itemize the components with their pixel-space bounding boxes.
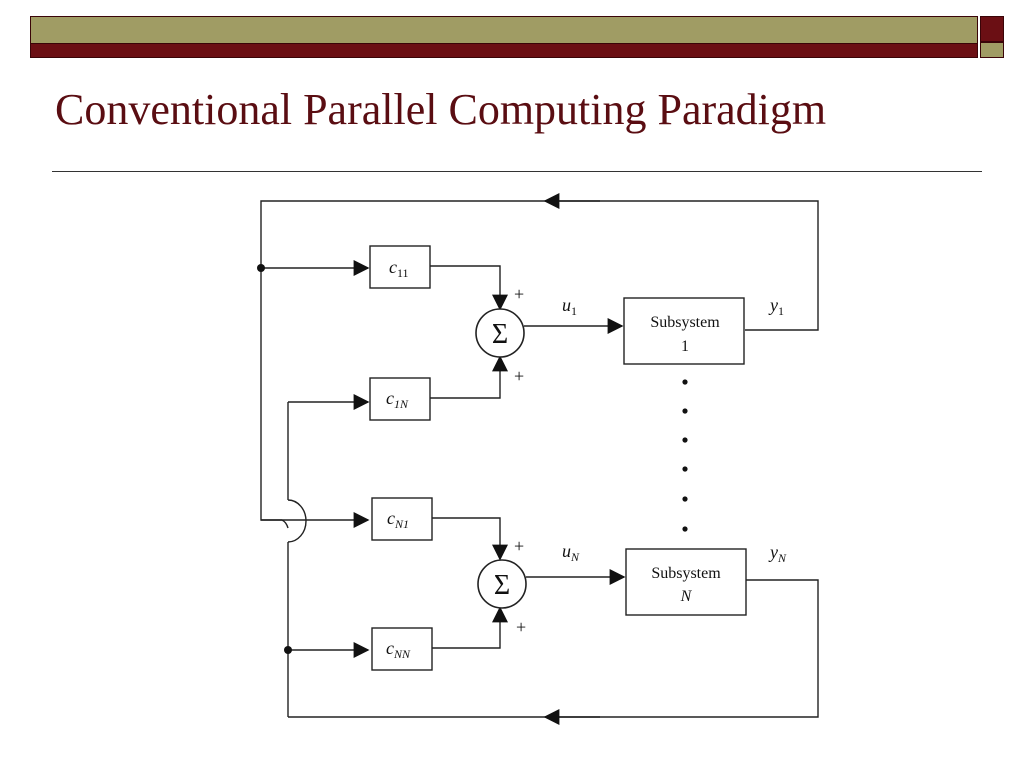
junction-dot-lower bbox=[284, 646, 292, 654]
output-label-yN: yN bbox=[768, 542, 787, 565]
subsystem-N-block: Subsystem N bbox=[625, 548, 747, 616]
svg-text:Σ: Σ bbox=[494, 570, 510, 601]
wire-cNN-sumN bbox=[432, 606, 508, 649]
plus-sign-sum1-top: + bbox=[514, 284, 524, 304]
svg-text:N: N bbox=[680, 588, 693, 605]
svg-text:cNN: cNN bbox=[386, 638, 411, 661]
summing-junction-N: Σ bbox=[477, 559, 527, 609]
plus-sign-sumN-top: + bbox=[514, 536, 524, 556]
gain-block-c1N: c1N bbox=[369, 377, 431, 421]
wires bbox=[260, 193, 819, 725]
svg-text:1: 1 bbox=[681, 338, 689, 355]
svg-text:c11: c11 bbox=[389, 257, 409, 280]
wire-c11-sum1 bbox=[430, 265, 508, 311]
slide-title: Conventional Parallel Computing Paradigm bbox=[55, 85, 827, 134]
wire-cN1-sumN bbox=[432, 517, 508, 561]
subsystem-1-block: Subsystem 1 bbox=[623, 297, 745, 365]
wire-jump-arc bbox=[287, 499, 307, 543]
gain-block-cN1: cN1 bbox=[371, 497, 433, 541]
svg-text:Subsystem: Subsystem bbox=[651, 565, 721, 582]
signal-label-uN: uN bbox=[562, 541, 580, 564]
output-label-y1: y1 bbox=[768, 295, 784, 318]
gain-block-c11: c11 bbox=[369, 245, 431, 289]
svg-text:Subsystem: Subsystem bbox=[650, 314, 720, 331]
summing-junction-1: Σ bbox=[475, 308, 525, 358]
svg-text:cN1: cN1 bbox=[387, 508, 409, 531]
header-corner-block-top bbox=[980, 16, 1004, 42]
signal-label-u1: u1 bbox=[562, 295, 577, 318]
plus-sign-sumN-bottom: + bbox=[516, 617, 526, 637]
header-band-olive-stripe bbox=[31, 17, 977, 44]
ellipsis-dots bbox=[682, 379, 688, 532]
header-corner-block-bottom bbox=[980, 42, 1004, 58]
svg-text:Σ: Σ bbox=[492, 319, 508, 350]
gain-block-cNN: cNN bbox=[371, 627, 433, 671]
wire-c1N-sum1 bbox=[430, 355, 508, 399]
header-band bbox=[30, 16, 978, 58]
title-divider bbox=[52, 171, 982, 172]
plus-sign-sum1-bottom: + bbox=[514, 366, 524, 386]
junction-dot-upper bbox=[257, 264, 265, 272]
svg-text:c1N: c1N bbox=[386, 388, 409, 411]
